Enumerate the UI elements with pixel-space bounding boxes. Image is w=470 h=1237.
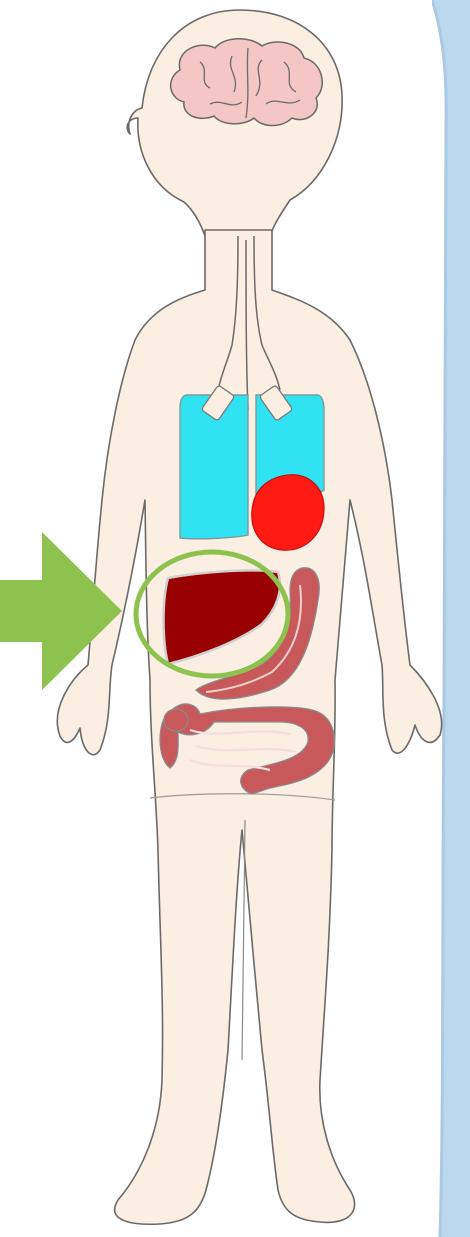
intestine-end — [164, 709, 188, 731]
leg-divider — [242, 820, 245, 1060]
heart — [252, 475, 324, 550]
torso-and-legs — [57, 230, 441, 1224]
brain — [171, 39, 323, 126]
